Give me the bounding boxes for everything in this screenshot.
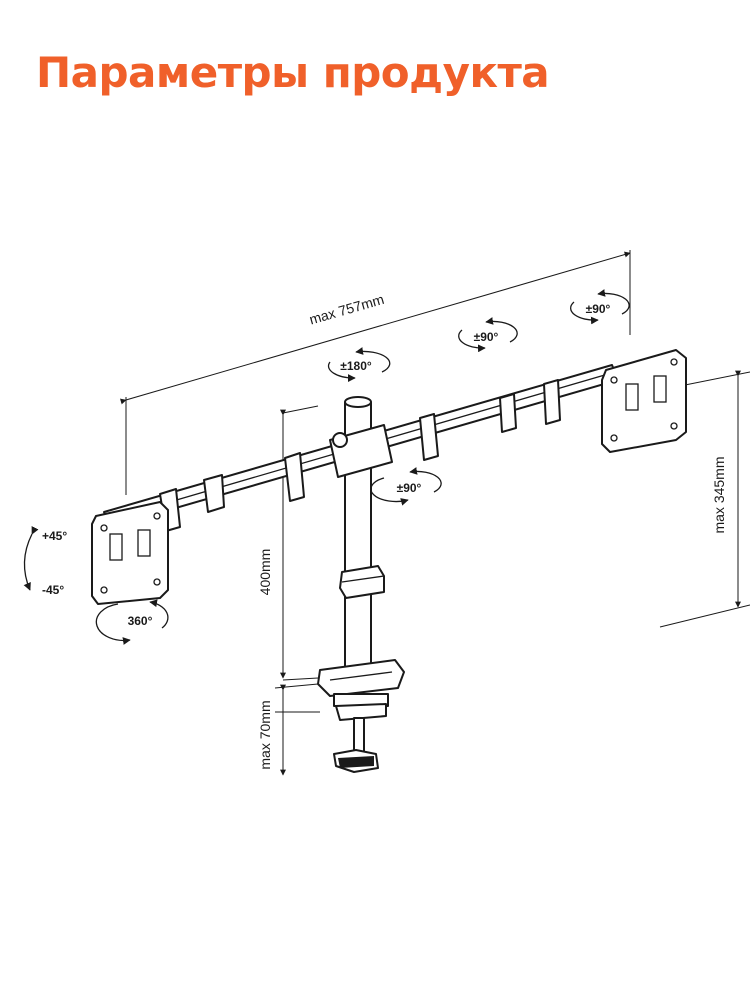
- rotation-mid-label: ±90°: [474, 330, 499, 344]
- rotation-badge-center: ±180°: [327, 347, 391, 382]
- tilt-indicator: +45° -45°: [23, 525, 67, 597]
- tilt-up-label: +45°: [42, 529, 67, 543]
- width-label: max 757mm: [307, 291, 385, 328]
- vesa-plate-left: [91, 501, 169, 605]
- rotation-badge-right: ±90°: [570, 289, 630, 325]
- arm-bar: [103, 364, 619, 528]
- rotation-badge-lower: ±90°: [370, 467, 442, 506]
- rotation-right-label: ±90°: [586, 302, 611, 316]
- tilt-down-label: -45°: [42, 583, 64, 597]
- rotation-plate-label: 360°: [128, 614, 153, 628]
- height-label: max 345mm: [711, 456, 727, 533]
- height-dimension: max 345mm: [659, 370, 750, 628]
- arm-joints: [159, 379, 561, 532]
- rotation-badge-plate: 360°: [95, 599, 169, 645]
- clamp-dimension: max 70mm: [257, 683, 320, 776]
- pole-label: 400mm: [257, 549, 273, 596]
- pole-dimension: 400mm: [257, 405, 319, 681]
- desk-clamp: [317, 659, 405, 773]
- rotation-center-label: ±180°: [340, 359, 372, 373]
- rotation-lower-label: ±90°: [397, 481, 422, 495]
- page-title: Параметры продукта: [36, 48, 550, 97]
- clamp-label: max 70mm: [257, 700, 273, 769]
- rotation-badge-mid: ±90°: [458, 317, 518, 353]
- vesa-plate-right: [601, 349, 687, 453]
